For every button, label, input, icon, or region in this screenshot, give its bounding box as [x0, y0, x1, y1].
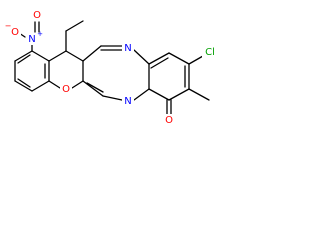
imine-nitrogen-bottom-label: N [124, 96, 131, 107]
nitro-positive-charge: + [37, 30, 43, 38]
atom-labels: N + O O − O N N Cl O [5, 9, 218, 126]
nitro-oxygen-top-label: O [33, 10, 41, 21]
nitro-oxygen-side-label: O [11, 27, 19, 38]
chlorine-label: Cl [205, 47, 215, 58]
nitro-negative-charge: − [5, 22, 12, 31]
imine-nitrogen-top-label: N [124, 43, 131, 54]
nitro-nitrogen-label: N [28, 34, 35, 45]
bond-lines [14, 20, 210, 115]
carbonyl-oxygen-label: O [165, 115, 173, 126]
chemical-structure-diagram: N + O O − O N N Cl O [4, 9, 218, 126]
ring-oxygen-label: O [62, 84, 70, 95]
